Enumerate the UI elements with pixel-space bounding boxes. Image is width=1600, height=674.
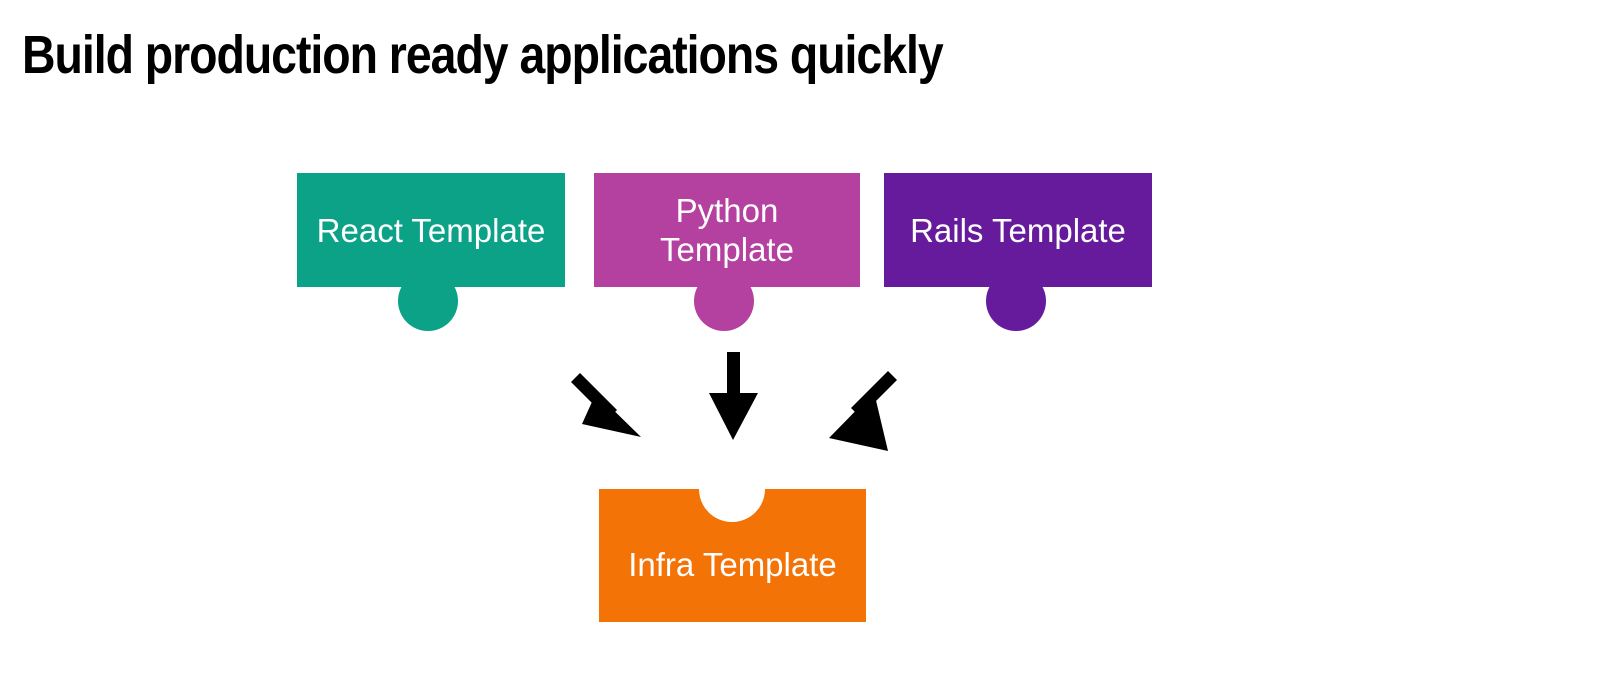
node-infra-template[interactable] xyxy=(599,489,866,622)
react-template-connector-tab xyxy=(398,271,458,331)
rails-template-body[interactable] xyxy=(884,173,1152,287)
arrow-python-to-infra xyxy=(709,352,758,440)
infra-template-body[interactable] xyxy=(599,489,866,622)
react-template-body[interactable] xyxy=(297,173,565,287)
python-template-body[interactable] xyxy=(594,173,860,287)
node-python-template[interactable] xyxy=(594,173,860,331)
node-react-template[interactable] xyxy=(297,173,565,331)
python-template-connector-tab xyxy=(694,271,754,331)
arrow-react-to-infra xyxy=(571,373,641,437)
page-title: Build production ready applications quic… xyxy=(22,25,944,85)
arrow-rails-to-infra xyxy=(829,371,897,451)
node-rails-template[interactable] xyxy=(884,173,1152,331)
rails-template-connector-tab xyxy=(986,271,1046,331)
